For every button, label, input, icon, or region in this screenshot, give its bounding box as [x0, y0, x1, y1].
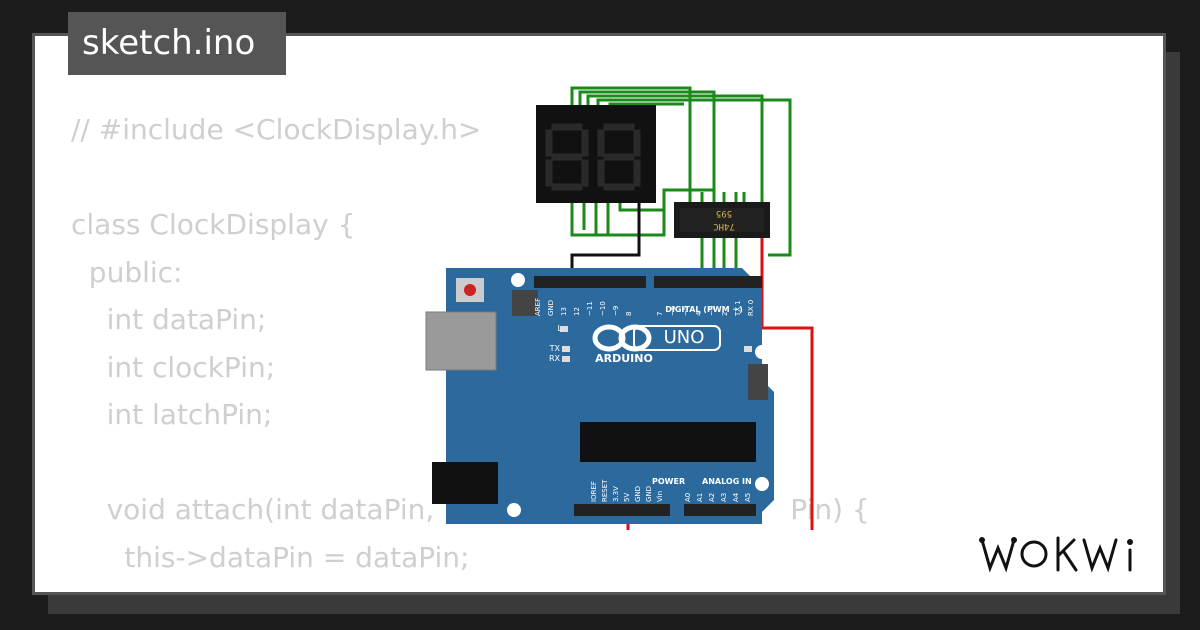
pin-label: 12 [573, 307, 581, 316]
pin-label: TX 1 [734, 300, 742, 317]
pin-label: 4 [695, 311, 703, 316]
pin-label: IOREF [590, 481, 598, 502]
code-preview: // #include <ClockDisplay.h> class ClockD… [71, 106, 870, 592]
pin-label: 2 [721, 312, 729, 316]
pin-label: ~6 [669, 305, 677, 316]
code-line: this->clockPin = clockPin; [71, 581, 870, 592]
code-line: void attach(int dataPin, Pin) { [106, 493, 870, 526]
pin-labels: AREF GND 13 12 ~11 ~10 ~9 8 7 ~6 ~5 4 ~3 2 TX 1 RX 0 IOR… [534, 298, 755, 502]
digital-label: DIGITAL (PWM ~) [665, 305, 743, 314]
on-label: ON [764, 344, 776, 353]
analog-label: ANALOG IN [702, 477, 752, 486]
shift-register-top-text: 595 [716, 208, 732, 218]
pin-label: ~11 [586, 301, 594, 316]
pin-label: GND [645, 486, 653, 502]
pin-label: 8 [625, 312, 633, 316]
pin-label: A5 [744, 493, 752, 502]
seven-segment-display [536, 105, 656, 203]
code-line: int clockPin; [71, 350, 276, 384]
pin-label: ~3 [708, 306, 716, 316]
wokwi-logo [979, 536, 1133, 573]
pin-label: A3 [720, 493, 728, 502]
pin-label: ~10 [599, 301, 607, 316]
rx-label: RX [549, 354, 561, 363]
pin-label: 13 [560, 307, 568, 316]
circuit-diagram: 595 74HC UNO ARDUINO DIGITA [425, 86, 814, 530]
pin-label: GND [634, 486, 642, 502]
code-line: this->dataPin = dataPin; [71, 540, 470, 574]
sketch-filename: sketch.ino [68, 12, 286, 75]
code-line: class ClockDisplay { [71, 208, 356, 241]
shift-register-74hc595 [674, 202, 770, 238]
tx-label: TX [549, 344, 561, 353]
l-label: L [558, 324, 563, 333]
pin-label: GND [547, 300, 555, 316]
board-brand: ARDUINO [595, 352, 653, 365]
black-wire [570, 198, 656, 280]
board-model: UNO [664, 327, 705, 348]
pin-label: Vin [656, 491, 664, 502]
power-label: POWER [652, 477, 685, 486]
pin-label: ~9 [612, 306, 620, 316]
code-line: // #include <ClockDisplay.h> [71, 113, 482, 146]
pin-label: A0 [684, 493, 692, 502]
arduino-board [425, 268, 774, 524]
pin-label: 5V [623, 493, 631, 502]
pin-label: AREF [534, 298, 542, 316]
shift-register-bottom-text: 74HC [713, 221, 735, 231]
pin-label: A1 [696, 493, 704, 502]
pin-label: 7 [656, 312, 664, 316]
code-line: int dataPin; [71, 303, 267, 336]
pin-label: A4 [732, 492, 740, 502]
pin-label: ~5 [682, 306, 690, 316]
pin-label: RESET [601, 479, 609, 502]
pin-label: 3.3V [612, 486, 620, 502]
pin-label: A2 [708, 493, 716, 502]
pin-label: RX 0 [747, 300, 755, 316]
code-line: public: [71, 255, 183, 289]
code-line: int latchPin; [71, 398, 273, 431]
